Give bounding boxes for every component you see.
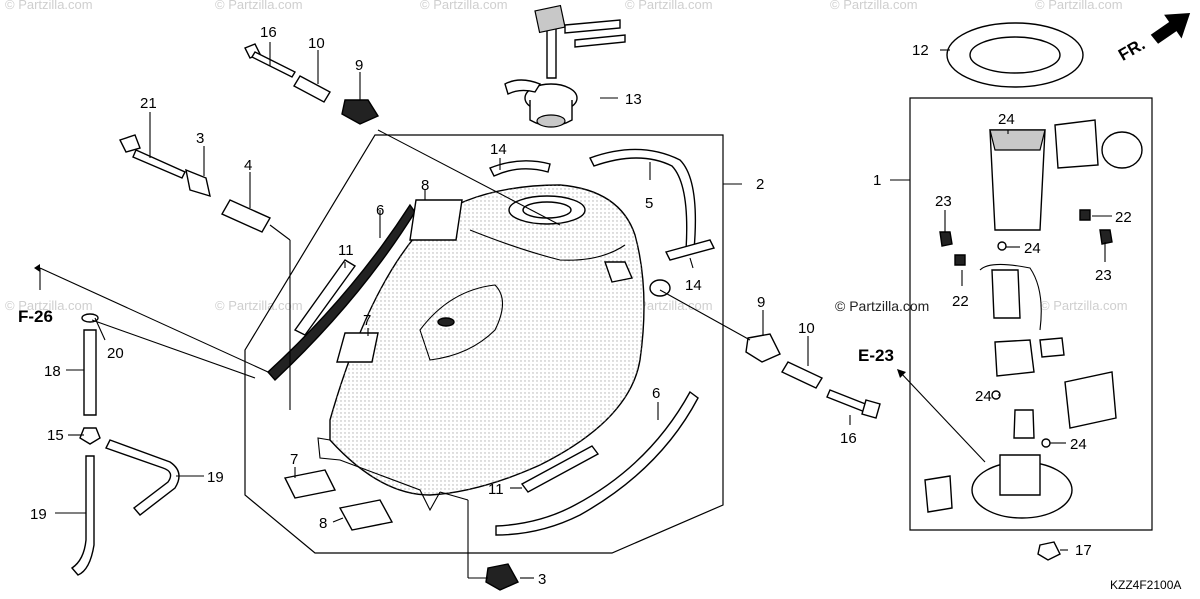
callout-12: 12 (912, 42, 929, 59)
callout-numbers: 1 2 3 3 4 5 6 6 7 7 8 8 9 9 10 10 11 11 … (30, 24, 1132, 588)
watermark-text: © Partzilla.com (215, 0, 303, 12)
callout-20: 20 (107, 345, 124, 362)
credit-text: © Partzilla.com (835, 298, 929, 314)
watermark-text: © Partzilla.com (625, 298, 713, 313)
callout-21: 21 (140, 95, 157, 112)
ref-e23: E-23 (858, 346, 894, 365)
callout-19: 19 (207, 469, 224, 486)
front-arrow-label: FR. (1115, 35, 1148, 65)
callout-1: 1 (873, 172, 881, 189)
callout-10: 10 (798, 320, 815, 337)
callout-13: 13 (625, 91, 642, 108)
callout-22: 22 (1115, 209, 1132, 226)
watermark-text: © Partzilla.com (5, 298, 93, 313)
callout-23: 23 (1095, 267, 1112, 284)
callout-19: 19 (30, 506, 47, 523)
fuel-tank (317, 184, 671, 512)
watermark-text: © Partzilla.com (1035, 0, 1123, 12)
callout-14: 14 (685, 277, 702, 294)
diagram-code: KZZ4F2100A (1110, 578, 1181, 592)
callout-9: 9 (757, 294, 765, 311)
watermark-text: © Partzilla.com (215, 298, 303, 313)
fuel-cap (504, 4, 626, 128)
ref-f26: F-26 (18, 307, 53, 326)
front-arrow: FR. (1115, 13, 1191, 65)
watermark-text: © Partzilla.com (625, 0, 713, 12)
callout-18: 18 (44, 363, 61, 380)
callout-14: 14 (490, 141, 507, 158)
callout-24: 24 (1070, 436, 1087, 453)
leader-lines (34, 42, 1112, 579)
callout-7: 7 (363, 312, 371, 329)
callout-3: 3 (538, 571, 546, 588)
callout-8: 8 (421, 177, 429, 194)
callout-3: 3 (196, 130, 204, 147)
callout-6: 6 (652, 385, 660, 402)
callout-2: 2 (756, 176, 764, 193)
callout-10: 10 (308, 35, 325, 52)
callout-16: 16 (260, 24, 277, 41)
parts-right (489, 148, 881, 536)
callout-6: 6 (376, 202, 384, 219)
callout-9: 9 (355, 57, 363, 74)
callout-24: 24 (1024, 240, 1041, 257)
callout-24: 24 (975, 388, 992, 405)
callout-16: 16 (840, 430, 857, 447)
callout-17: 17 (1075, 542, 1092, 559)
watermark-text: © Partzilla.com (1040, 298, 1128, 313)
watermark-text: © Partzilla.com (830, 0, 918, 12)
callout-15: 15 (47, 427, 64, 444)
watermark-text: © Partzilla.com (5, 0, 93, 12)
callout-7: 7 (290, 451, 298, 468)
callout-24: 24 (998, 111, 1015, 128)
callout-23: 23 (935, 193, 952, 210)
fuel-pump-assembly (924, 22, 1143, 561)
callout-11: 11 (488, 481, 504, 498)
callout-8: 8 (319, 515, 327, 532)
callout-4: 4 (244, 157, 252, 174)
callout-22: 22 (952, 293, 969, 310)
callout-5: 5 (645, 195, 653, 212)
pump-group-frame (909, 97, 1153, 531)
callout-11: 11 (338, 242, 354, 259)
parts-left (70, 43, 519, 591)
watermark-text: © Partzilla.com (420, 0, 508, 12)
